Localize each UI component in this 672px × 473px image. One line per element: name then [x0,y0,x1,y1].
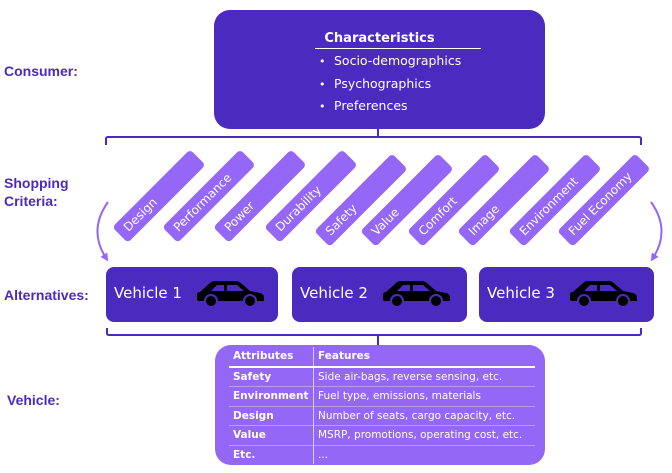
table-row: Environment Fuel type, emissions, materi… [229,386,535,406]
table-header-row: Attributes Features [229,347,535,368]
consumer-label: Consumer: [4,63,78,79]
attribute-cell: Safety [229,366,314,387]
characteristics-divider [315,48,481,49]
alternatives-label: Alternatives: [4,287,89,303]
characteristic-item: Socio-demographics [319,50,461,73]
table-row: Value MSRP, promotions, operating cost, … [229,425,535,445]
vehicle-label: Vehicle: [7,392,60,408]
characteristics-list: Socio-demographics Psychographics Prefer… [319,50,461,118]
shopping-criteria-label-line2: Criteria: [4,193,58,209]
table-row: Etc. ... [229,444,535,464]
vehicle-name: Vehicle 1 [114,284,182,302]
attribute-cell: Etc. [229,444,314,464]
vehicle-name: Vehicle 2 [300,284,368,302]
alternative-vehicle-1: Vehicle 1 [106,267,278,322]
table-row: Design Number of seats, cargo capacity, … [229,405,535,426]
feature-cell: Side air-bags, reverse sensing, etc. [313,366,535,387]
left-curved-arrow [96,201,109,262]
consumer-characteristics-box: Characteristics Socio-demographics Psych… [214,10,545,129]
right-curved-arrow [650,201,663,262]
attribute-cell: Design [229,405,314,426]
header-attributes: Attributes [229,347,314,368]
shopping-criteria-label-line1: Shopping [4,175,69,191]
car-icon [570,281,637,308]
table-row: Safety Side air-bags, reverse sensing, e… [229,366,535,387]
vehicle-attributes-box: Attributes Features Safety Side air-bags… [215,345,545,465]
feature-cell: Fuel type, emissions, materials [313,386,535,406]
alternative-vehicle-2: Vehicle 2 [292,267,467,322]
feature-cell: Number of seats, cargo capacity, etc. [313,405,535,426]
characteristic-item: Psychographics [319,73,461,96]
criteria-top-bracket [105,136,642,145]
car-icon [383,281,450,308]
car-icon [197,281,264,308]
shopping-criteria-label: Shopping Criteria: [4,174,69,210]
characteristics-title: Characteristics [324,31,435,46]
characteristic-item: Preferences [319,95,461,118]
feature-cell: ... [313,444,535,464]
vehicle-name: Vehicle 3 [487,284,555,302]
alternative-vehicle-3: Vehicle 3 [479,267,654,322]
attributes-table: Attributes Features Safety Side air-bags… [229,347,535,464]
attribute-cell: Environment [229,386,314,406]
attribute-cell: Value [229,425,314,445]
alternatives-bottom-bracket [106,328,642,336]
feature-cell: MSRP, promotions, operating cost, etc. [313,425,535,445]
header-features: Features [313,347,535,368]
